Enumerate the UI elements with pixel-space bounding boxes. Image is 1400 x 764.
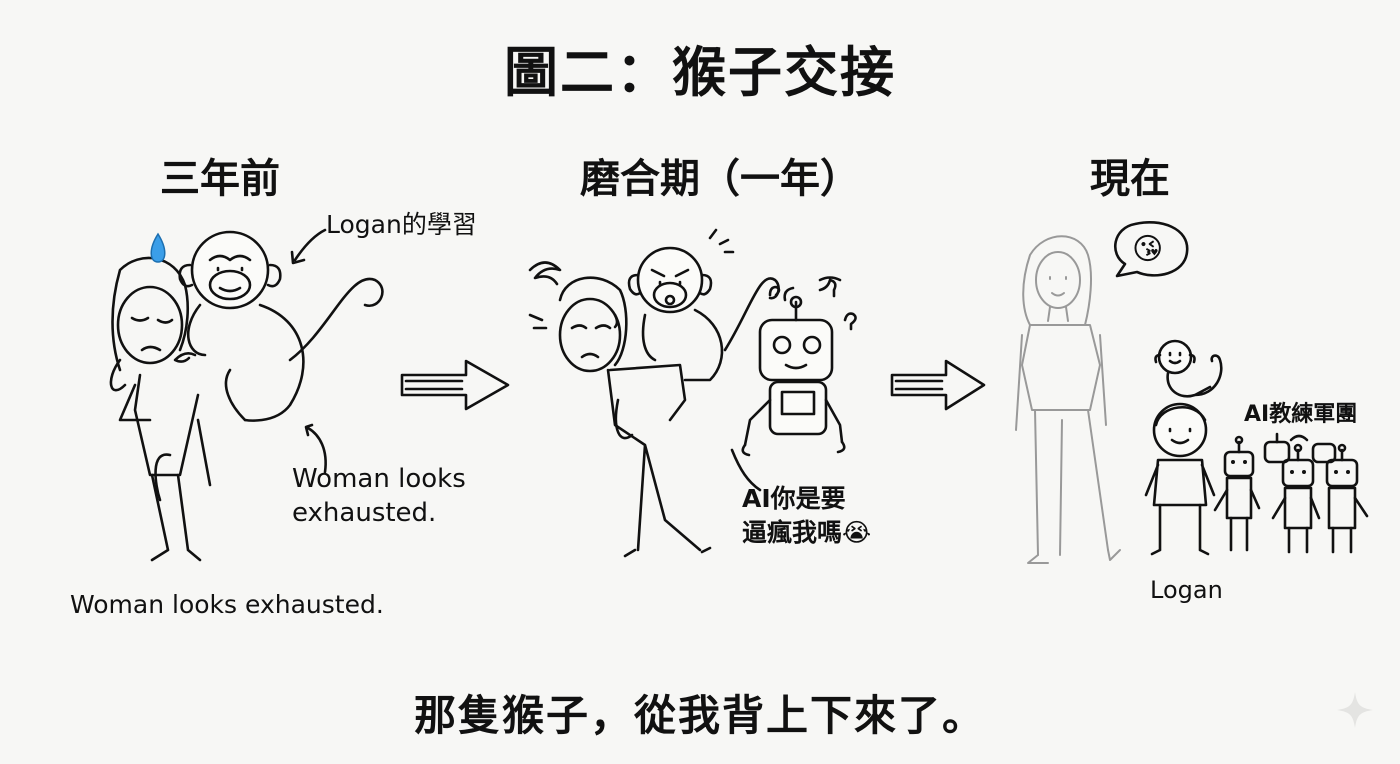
kiss-emoji-icon: 😘 [1132, 232, 1164, 267]
logan-with-monkey-illustration [1144, 339, 1223, 556]
ai-coach-robots-illustration [1213, 432, 1369, 554]
logan-learning-label: Logan的學習 [326, 210, 477, 239]
ai-complaint-text: AI你是要 逼瘋我嗎😭 [742, 482, 871, 550]
panel-heading-adjustment: 磨合期（一年） [580, 156, 860, 202]
speech-bubble [1114, 221, 1189, 278]
panel-heading-past: 三年前 [160, 156, 280, 202]
woman-exhausted-caption: Woman looks exhausted. [70, 590, 384, 619]
bottom-caption: 那隻猴子，從我背上下來了。 [413, 691, 986, 740]
stressed-woman-monkey-robot-illustration [528, 228, 857, 558]
sparkle-icon [1337, 692, 1373, 728]
ai-coach-army-label: AI教練軍團 [1244, 402, 1358, 427]
crying-emoji-icon: 😭 [842, 518, 872, 547]
arrow-right-icon [400, 359, 510, 411]
ai-complaint-label: AI你是要 逼瘋我嗎 [742, 484, 846, 547]
arrow-right-icon [890, 359, 986, 411]
figure-title: 圖二：猴子交接 [504, 41, 896, 104]
exhausted-woman-with-monkey-illustration [109, 228, 384, 562]
panel-heading-now: 現在 [1090, 156, 1170, 202]
logan-name-label: Logan [1150, 576, 1223, 604]
relaxed-woman-illustration [1015, 235, 1121, 564]
woman-exhausted-label: Woman looks exhausted. [292, 464, 466, 528]
